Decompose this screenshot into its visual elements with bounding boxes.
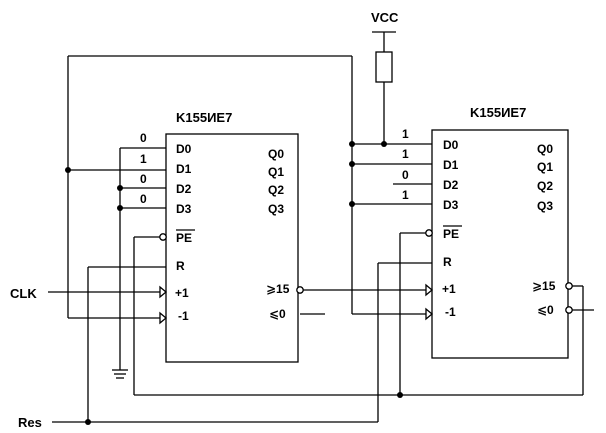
chip-2-pin-le0: ⩽0 [537, 303, 554, 317]
chip-1-pin-q2: Q2 [268, 183, 284, 197]
chip-1-pin-q0: Q0 [268, 147, 284, 161]
chip-1-pin-d3: D3 [176, 202, 192, 216]
chip-1-pin-le0: ⩽0 [269, 307, 286, 321]
chip-1-body [165, 133, 299, 363]
junction-d0 [349, 141, 355, 147]
chip-1-level-d1: 1 [140, 152, 147, 166]
chip-1-reset-wire [87, 266, 166, 422]
chip-2-up-arrow [425, 283, 434, 297]
chip-1-up-arrow [159, 285, 168, 299]
chip-1-level-d2: 0 [140, 172, 147, 186]
chip-1-title: K155ИЕ7 [176, 110, 232, 125]
chip-2-pin-r: R [443, 255, 452, 269]
chip-1-pin-d1: D1 [176, 162, 192, 176]
chip-2-pin-q1: Q1 [537, 160, 553, 174]
chip-1-pin-r: R [176, 259, 185, 273]
chip-2-pin-d0: D0 [443, 138, 459, 152]
chip-2-level-d3: 1 [402, 188, 409, 202]
chip-2-pin-q3: Q3 [537, 199, 553, 213]
chip-2-level-d1: 1 [402, 147, 409, 161]
chip-2-pin-pe: PE [443, 227, 459, 241]
reset-label: Res [18, 415, 42, 430]
chip-2-carry-feedback-wire [572, 285, 584, 395]
chip-1-data-wires [68, 147, 166, 370]
chip-1-down-wire [67, 55, 353, 319]
junction-reset [85, 419, 91, 425]
chip-1-pin-down: -1 [178, 309, 189, 323]
chip-2-pe-inversion [425, 229, 433, 237]
junction-vcc-bus [381, 141, 387, 147]
chip-1-ge15-inversion [296, 286, 304, 294]
chip-1-pin-d2: D2 [176, 182, 192, 196]
chip-2-level-d0: 1 [402, 127, 409, 141]
junction-d1 [349, 161, 355, 167]
chip-2-reset-wire [377, 262, 432, 422]
chip-2-pin-d2: D2 [443, 178, 459, 192]
chip-2-pin-q2: Q2 [537, 179, 553, 193]
chip-2-body [431, 129, 569, 359]
junction-d3 [117, 205, 123, 211]
chip-2-pin-down: -1 [445, 305, 456, 319]
chip-1-pin-up: +1 [175, 286, 189, 300]
chip-1-pin-d0: D0 [176, 142, 192, 156]
junction-d2 [117, 185, 123, 191]
chip-1-pin-q3: Q3 [268, 202, 284, 216]
chip-2-down-arrow [425, 307, 434, 321]
chip-2-pin-d3: D3 [443, 198, 459, 212]
ground-symbol [112, 369, 128, 379]
chip-1-pe-wire [133, 236, 583, 396]
chip-1-pe-inversion [159, 233, 167, 241]
chip-2-title: K155ИЕ7 [470, 105, 526, 120]
vcc-symbol [372, 31, 396, 52]
chip-2-pin-q0: Q0 [537, 142, 553, 156]
chip-2-ge15-inversion [565, 282, 573, 290]
clk-label: CLK [10, 286, 37, 301]
chip-2-level-d2: 0 [402, 168, 409, 182]
pullup-resistor [375, 51, 393, 83]
chip-1-level-d0: 0 [140, 131, 147, 145]
chip-1-down-arrow [159, 311, 168, 325]
chip-2-pin-ge15: ⩾15 [532, 279, 556, 293]
chip-1-pin-q1: Q1 [268, 165, 284, 179]
chip-1-pin-pe: PE [176, 231, 192, 245]
chip-2-data-wires [351, 143, 432, 314]
chip-1-level-d3: 0 [140, 192, 147, 206]
chip-2-le0-inversion [565, 306, 573, 314]
junction-d3-chip2 [349, 201, 355, 207]
chip-1-pin-ge15: ⩾15 [266, 282, 290, 296]
vcc-label: VCC [371, 10, 399, 25]
chip-2-pin-up: +1 [442, 282, 456, 296]
chip-2-pin-d1: D1 [443, 158, 459, 172]
junction-pe-bus [397, 392, 403, 398]
